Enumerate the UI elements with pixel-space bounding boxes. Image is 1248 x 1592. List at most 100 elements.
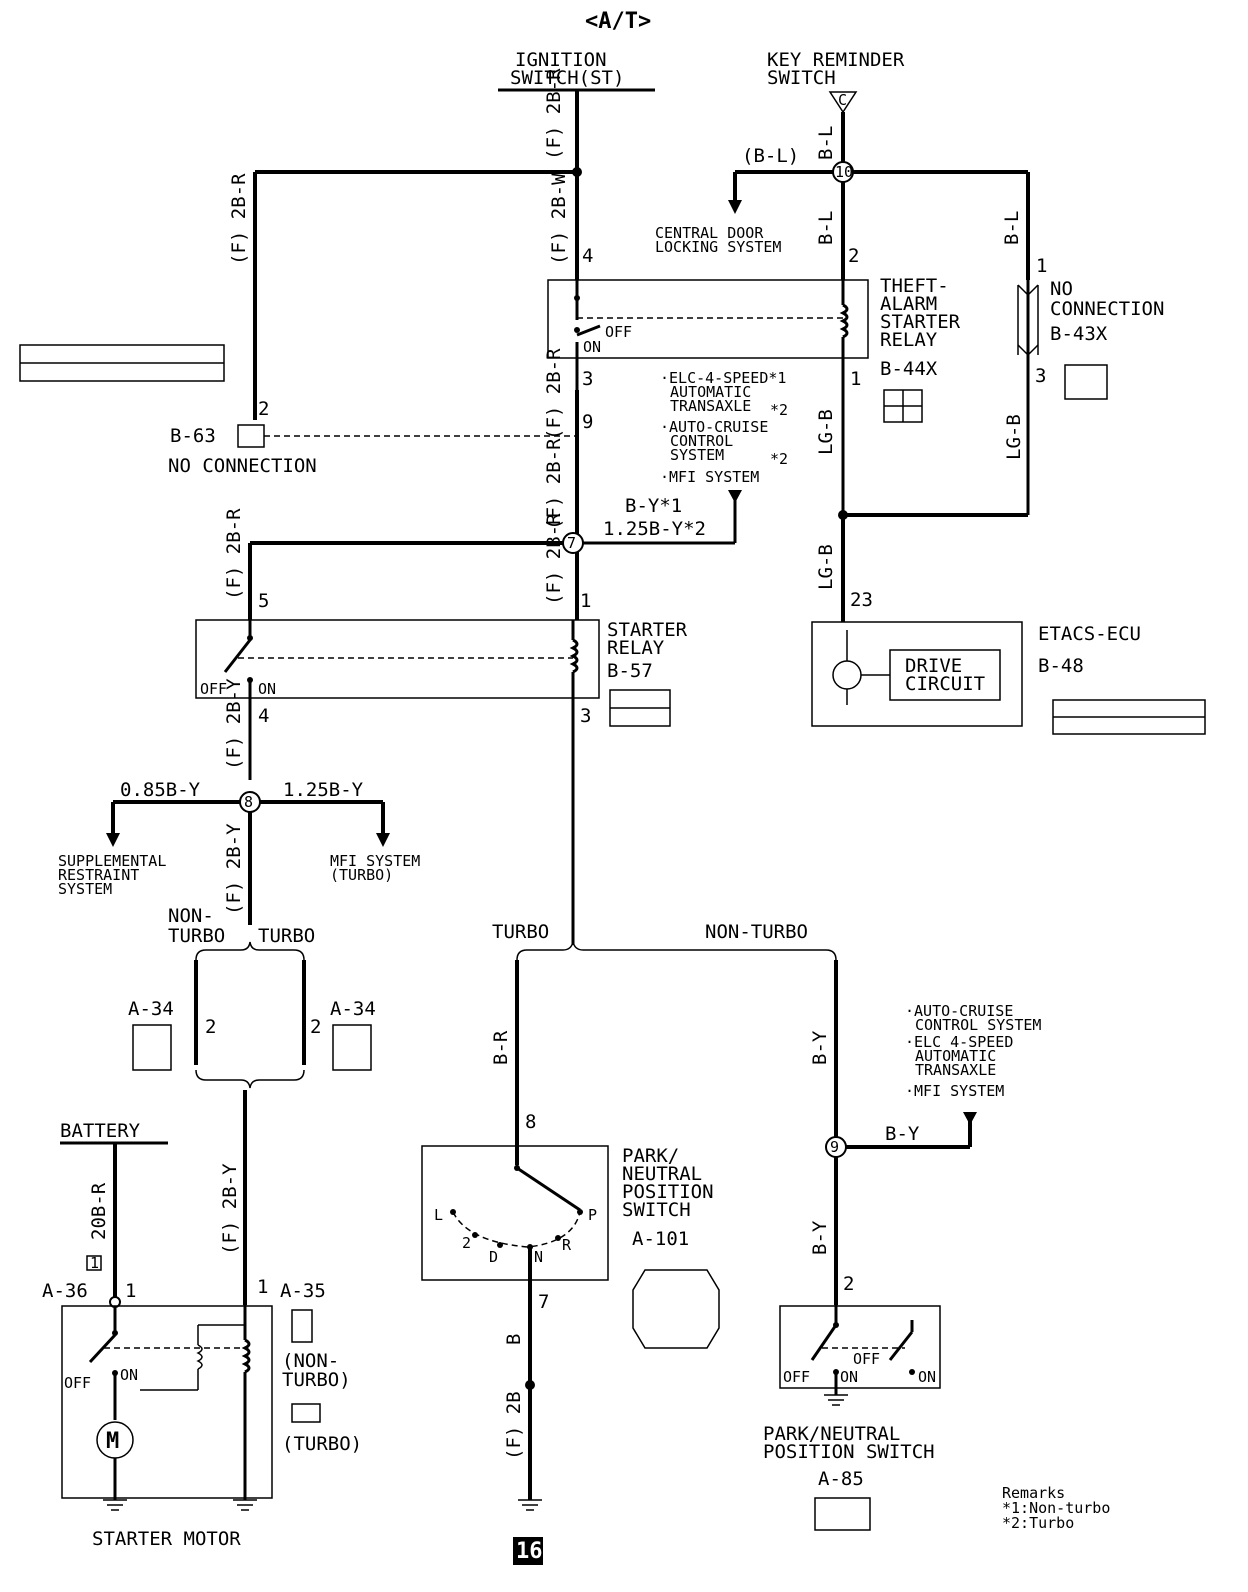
wire-bl-1: B-L: [815, 126, 837, 160]
etacs-id: B-48: [1038, 655, 1084, 677]
srs-3: SYSTEM: [58, 880, 112, 898]
battery-label: BATTERY: [60, 1120, 141, 1142]
wire-b: B: [503, 1334, 525, 1345]
sys-8: *2: [770, 450, 788, 468]
box-1: 1: [90, 1254, 99, 1272]
gear-L: L: [434, 1206, 443, 1224]
wire-by-1: B-Y*1: [625, 495, 682, 517]
ignition-label-1: IGNITION: [515, 49, 607, 71]
sys2-4: AUTOMATIC: [915, 1047, 996, 1065]
a36-label: A-36: [42, 1280, 88, 1302]
wire-2br-left2: (F) 2B-R: [223, 508, 245, 600]
wire-lgb-3: LG-B: [815, 544, 837, 590]
wire-lgb-1: LG-B: [815, 409, 837, 455]
remarks-1: Remarks: [1002, 1484, 1065, 1502]
theft-id: B-44X: [880, 358, 938, 380]
nc-right-2: CONNECTION: [1050, 298, 1164, 320]
pn1-id: A-101: [632, 1228, 689, 1250]
wire-2bw: (F) 2B-W: [548, 173, 570, 265]
starter-motor-label: STARTER MOTOR: [92, 1528, 241, 1550]
pin-2: 2: [848, 245, 859, 267]
pin-2b: 2: [310, 1016, 321, 1038]
pn1-2: NEUTRAL: [622, 1163, 702, 1185]
nc-pin-1: 1: [1036, 255, 1047, 277]
wire-2by-a: (F) 2B-Y: [223, 678, 245, 770]
sys2-5: TRANSAXLE: [915, 1061, 996, 1079]
pn2-on2: ON: [918, 1368, 936, 1386]
theft-4: RELAY: [880, 329, 938, 351]
wire-bl-2: B-L: [815, 211, 837, 245]
b63-text: NO CONNECTION: [168, 455, 317, 477]
pin-2pn: 2: [843, 1273, 854, 1295]
etacs-drive-1: DRIVE: [905, 655, 962, 677]
a36-pin-1: 1: [125, 1280, 136, 1302]
starter-relay-on: ON: [258, 680, 276, 698]
sr-id: B-57: [607, 660, 653, 682]
sys-9: ·MFI SYSTEM: [660, 468, 759, 486]
mfi-turbo-2: (TURBO): [330, 866, 393, 884]
pin-1b: 1: [580, 590, 591, 612]
pin-23: 23: [850, 589, 873, 611]
motor-m: M: [106, 1429, 119, 1454]
wire-20br: 20B-R: [88, 1182, 110, 1240]
sys2-1: ·AUTO-CRUISE: [905, 1002, 1013, 1020]
a34-right: A-34: [330, 998, 376, 1020]
etacs-label: ETACS-ECU: [1038, 623, 1141, 645]
wire-by-nt1: B-Y: [809, 1030, 831, 1065]
wire-2br-top: (F) 2B-R: [543, 68, 565, 160]
sys-5: ·AUTO-CRUISE: [660, 418, 768, 436]
pin-4: 4: [582, 245, 593, 267]
pn2-id: A-85: [818, 1468, 864, 1490]
junction-9: 9: [830, 1138, 839, 1156]
theft-relay-off: OFF: [605, 323, 632, 341]
sys-3: TRANSAXLE: [670, 397, 751, 415]
sys-1: ·ELC-4-SPEED*1: [660, 369, 786, 387]
nonturbo-center: NON-TURBO: [705, 921, 808, 943]
sys2-3: ·ELC 4-SPEED: [905, 1033, 1013, 1051]
a34-left: A-34: [128, 998, 174, 1020]
pn2-on: ON: [840, 1368, 858, 1386]
pn2-2: POSITION SWITCH: [763, 1441, 935, 1463]
sys2-6: ·MFI SYSTEM: [905, 1082, 1004, 1100]
pn2-1: PARK/NEUTRAL: [763, 1423, 900, 1445]
wire-by-2: 1.25B-Y*2: [603, 518, 706, 540]
etacs-drive-2: CIRCUIT: [905, 673, 985, 695]
sr-label-1: STARTER: [607, 619, 688, 641]
gear-N: N: [534, 1248, 543, 1266]
mfi-turbo-1: MFI SYSTEM: [330, 852, 420, 870]
wire-2br-sr: (F) 2B-R: [543, 513, 565, 605]
a35-nt-1: (NON-: [282, 1350, 339, 1372]
srs-1: SUPPLEMENTAL: [58, 852, 166, 870]
theft-1: THEFT-: [880, 275, 949, 297]
a35-pin-1: 1: [257, 1276, 268, 1298]
sys-4: *2: [770, 401, 788, 419]
diagram-title: <A/T>: [585, 9, 651, 34]
junction-7: 7: [567, 534, 576, 552]
a35-label: A-35: [280, 1280, 326, 1302]
gear-P: P: [588, 1206, 597, 1224]
srs-2: RESTRAINT: [58, 866, 139, 884]
wire-bl-3: B-L: [1001, 211, 1023, 245]
pn2-off: OFF: [783, 1368, 810, 1386]
wire-2br-mid: (F) 2B-R: [543, 348, 565, 440]
sys-2: AUTOMATIC: [670, 383, 751, 401]
pin-4b: 4: [258, 705, 269, 727]
central-door-1: CENTRAL DOOR: [655, 224, 764, 242]
turbo-center: TURBO: [492, 921, 549, 943]
pn1-4: SWITCH: [622, 1199, 691, 1221]
b63-id: B-63: [170, 425, 216, 447]
remarks-3: *2:Turbo: [1002, 1514, 1074, 1532]
nonturbo-1: NON-: [168, 905, 214, 927]
pin-1: 1: [850, 368, 861, 390]
wire-2by-b: (F) 2B-Y: [223, 823, 245, 915]
ignition-label-2: SWITCH(ST): [510, 67, 624, 89]
sys-6: CONTROL: [670, 432, 733, 450]
sys2-2: CONTROL SYSTEM: [915, 1016, 1041, 1034]
nc-pin-3: 3: [1035, 365, 1046, 387]
key-reminder-conn: C: [838, 91, 847, 109]
gear-2: 2: [462, 1234, 471, 1252]
a35-turbo: (TURBO): [282, 1433, 362, 1455]
pn1-3: POSITION: [622, 1181, 714, 1203]
pn2-off2: OFF: [853, 1350, 880, 1368]
